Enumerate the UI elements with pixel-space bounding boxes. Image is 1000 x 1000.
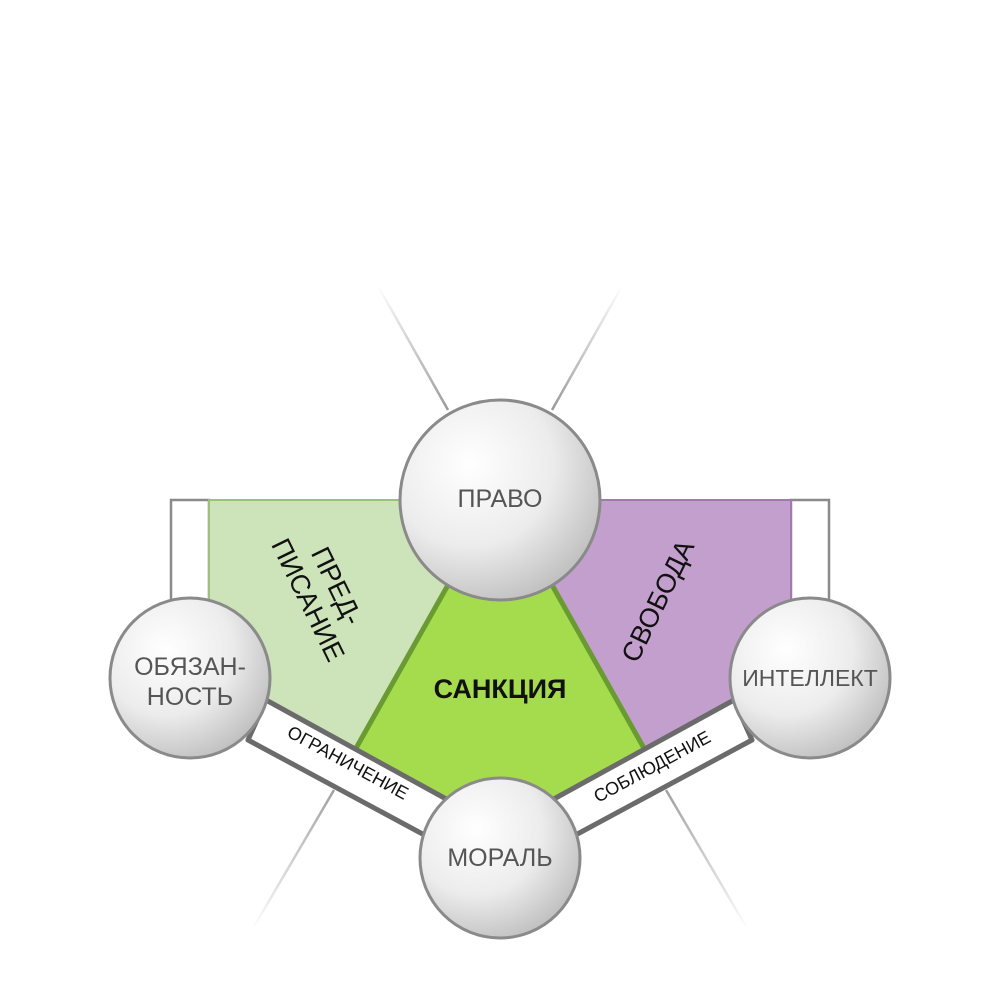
right-connector-bar [789, 498, 831, 610]
node-label-obyazannost-2: НОСТЬ [147, 683, 233, 711]
node-label-pravo: ПРАВО [458, 485, 543, 513]
guide-lines [104, 285, 896, 931]
node-moral-circle [418, 776, 582, 940]
node-obyazannost: ОБЯЗАН- НОСТЬ [108, 596, 272, 760]
left-connector-bar [169, 498, 211, 610]
node-obyazannost-circle [108, 596, 272, 760]
region-label-sanktsiya: САНКЦИЯ [434, 674, 567, 704]
node-pravo: ПРАВО [398, 398, 602, 602]
guide-line-bottom-left [250, 789, 336, 931]
node-label-moral: МОРАЛЬ [447, 844, 552, 872]
guide-line-top-left [376, 285, 450, 411]
guide-line-top-right [550, 285, 624, 411]
node-label-obyazannost-1: ОБЯЗАН- [134, 653, 246, 681]
node-intellekt-circle [728, 596, 892, 760]
node-moral: МОРАЛЬ [418, 776, 582, 940]
node-pravo-circle [398, 398, 602, 602]
guide-line-bottom-right [664, 789, 750, 931]
node-intellekt: ИНТЕЛЛЕКТ [728, 596, 892, 760]
node-label-intellekt: ИНТЕЛЛЕКТ [742, 665, 878, 691]
